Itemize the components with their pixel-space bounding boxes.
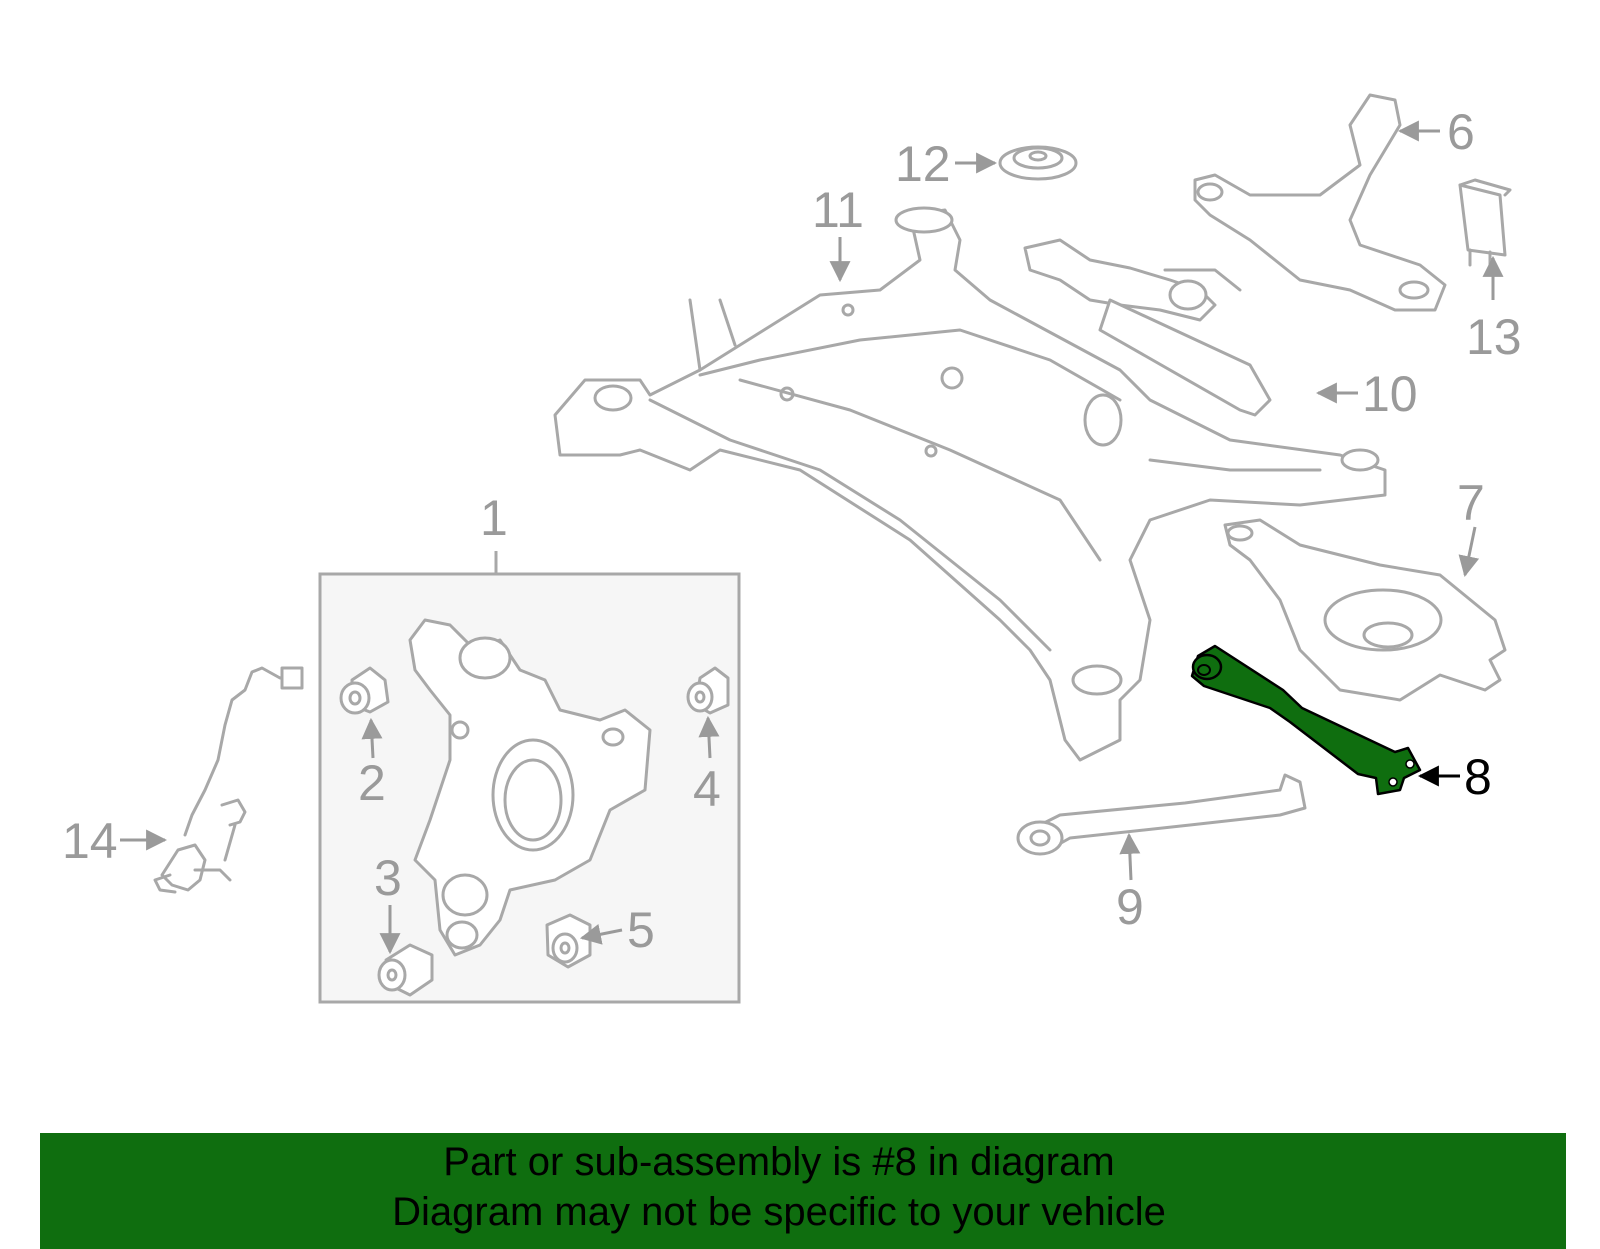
callout-7: 7	[1457, 475, 1485, 531]
banner-line-2: Diagram may not be specific to your vehi…	[392, 1190, 1166, 1234]
callout-5: 5	[627, 902, 655, 958]
bushing-5	[545, 913, 592, 969]
leader-5	[579, 923, 623, 945]
subframe-mount-insulator	[998, 145, 1078, 181]
bushing-4	[686, 666, 730, 715]
steering-knuckle	[408, 618, 652, 957]
leader-7	[1458, 526, 1480, 578]
banner-line-1: Part or sub-assembly is #8 in diagram	[443, 1140, 1115, 1184]
callout-12: 12	[895, 136, 951, 192]
lower-link	[1016, 773, 1307, 856]
info-banner: Part or sub-assembly is #8 in diagram Di…	[40, 1133, 1566, 1249]
callout-1: 1	[480, 490, 508, 546]
lower-spring-arm	[1223, 518, 1507, 702]
callout-3: 3	[374, 850, 402, 906]
upper-control-arm	[1193, 93, 1447, 312]
leader-2	[361, 717, 383, 759]
actuator-assembly	[1023, 238, 1272, 417]
callout-13: 13	[1466, 309, 1522, 365]
bushing-2	[339, 666, 390, 715]
callout-11: 11	[812, 182, 864, 238]
callout-4: 4	[693, 761, 721, 817]
rear-subframe	[553, 206, 1387, 762]
bushing-3	[377, 943, 434, 997]
callout-2: 2	[358, 755, 386, 811]
relay-module	[1458, 178, 1512, 270]
callout-9: 9	[1116, 879, 1144, 935]
callout-8: 8	[1464, 749, 1492, 805]
callout-6: 6	[1447, 104, 1475, 160]
leader-9	[1119, 832, 1141, 881]
lateral-link-highlighted	[1190, 644, 1422, 796]
height-sensor	[153, 666, 304, 894]
callout-10: 10	[1362, 366, 1418, 422]
callout-14: 14	[62, 813, 118, 869]
leader-4	[698, 715, 720, 759]
